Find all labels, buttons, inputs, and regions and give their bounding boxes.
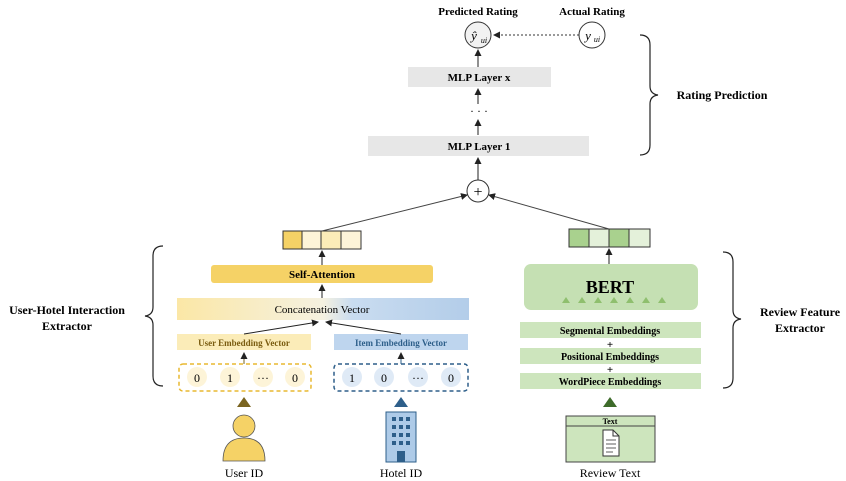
rating-prediction-brace xyxy=(639,34,659,156)
interaction-extractor-brace xyxy=(144,245,164,387)
predicted-rating-symbol: ŷ xyxy=(469,28,477,43)
concatenation-label: Concatenation Vector xyxy=(275,304,370,316)
user-onehot-cells: 0 1 ··· 0 xyxy=(187,367,305,387)
hotel-building-icon xyxy=(385,411,417,463)
bert-label: BERT xyxy=(586,277,634,297)
user-embedding-box xyxy=(177,334,311,350)
review-extractor-label-2: Extractor xyxy=(775,321,826,335)
user-onehot-box xyxy=(178,363,312,392)
review-extractor-label-1: Review Feature xyxy=(760,305,841,319)
review-text-tag: Text xyxy=(603,417,618,426)
review-input-triangle xyxy=(603,397,617,407)
actual-rating-subscript: ui xyxy=(594,35,600,44)
interaction-extractor-label-2: Extractor xyxy=(42,319,93,333)
review-document-icon xyxy=(565,415,656,463)
bert-input-triangles xyxy=(562,297,666,303)
review-extractor-brace xyxy=(722,251,742,389)
user-onehot-1: 1 xyxy=(227,371,233,385)
mlp-layer-1-label: MLP Layer 1 xyxy=(448,141,511,153)
mlp-dots: · · · xyxy=(470,104,488,118)
arrow-user-emb-to-concat xyxy=(243,319,319,335)
user-icon xyxy=(222,414,266,462)
concatenation-box xyxy=(177,298,469,320)
item-onehot-2: ··· xyxy=(412,371,424,385)
user-onehot-3: 0 xyxy=(292,371,298,385)
bert-box xyxy=(524,264,698,310)
arrow-item-emb-to-concat xyxy=(325,319,402,335)
user-input-triangle xyxy=(237,397,251,407)
item-onehot-0: 1 xyxy=(349,371,355,385)
wordpiece-embeddings-label: WordPiece Embeddings xyxy=(559,377,662,388)
predicted-rating-node xyxy=(464,21,492,49)
interaction-extractor-label-1: User-Hotel Interaction xyxy=(9,303,125,317)
actual-rating-symbol: y xyxy=(583,28,591,43)
positional-embeddings-label: Positional Embeddings xyxy=(561,352,659,363)
hotel-id-label: Hotel ID xyxy=(380,466,423,480)
left-output-vector xyxy=(282,230,362,250)
user-embedding-label: User Embedding Vector xyxy=(198,338,290,348)
item-embedding-label: Item Embedding Vector xyxy=(355,338,447,348)
segmental-embeddings-label: Segmental Embeddings xyxy=(560,326,660,337)
user-id-label: User ID xyxy=(225,466,264,480)
item-onehot-1: 0 xyxy=(381,371,387,385)
self-attention-box xyxy=(211,265,433,283)
user-onehot-2: ··· xyxy=(257,371,269,385)
positional-embeddings-box xyxy=(520,348,701,364)
item-embedding-box xyxy=(334,334,468,350)
combine-symbol: + xyxy=(473,184,482,201)
self-attention-label: Self-Attention xyxy=(289,269,355,281)
wordpiece-embeddings-box xyxy=(520,373,701,389)
item-onehot-3: 0 xyxy=(448,371,454,385)
user-onehot-0: 0 xyxy=(194,371,200,385)
item-onehot-cells: 1 0 ··· 0 xyxy=(342,367,461,387)
segmental-embeddings-box xyxy=(520,322,701,338)
plus-sign-2: + xyxy=(607,364,613,376)
predicted-rating-subscript: ui xyxy=(481,36,487,45)
mlp-layer-x-box xyxy=(408,67,551,87)
arrow-left-to-combine xyxy=(321,193,468,232)
rating-prediction-label: Rating Prediction xyxy=(677,88,768,102)
plus-sign-1: + xyxy=(607,339,613,351)
actual-rating-node xyxy=(578,21,606,49)
hotel-input-triangle xyxy=(394,397,408,407)
mlp-layer-1-box xyxy=(368,136,589,156)
predicted-rating-label: Predicted Rating xyxy=(438,6,518,18)
review-text-label: Review Text xyxy=(580,466,641,480)
mlp-layer-x-label: MLP Layer x xyxy=(448,72,511,84)
arrow-right-to-combine xyxy=(488,193,610,230)
right-output-vector xyxy=(568,228,651,248)
actual-rating-label: Actual Rating xyxy=(559,6,625,18)
